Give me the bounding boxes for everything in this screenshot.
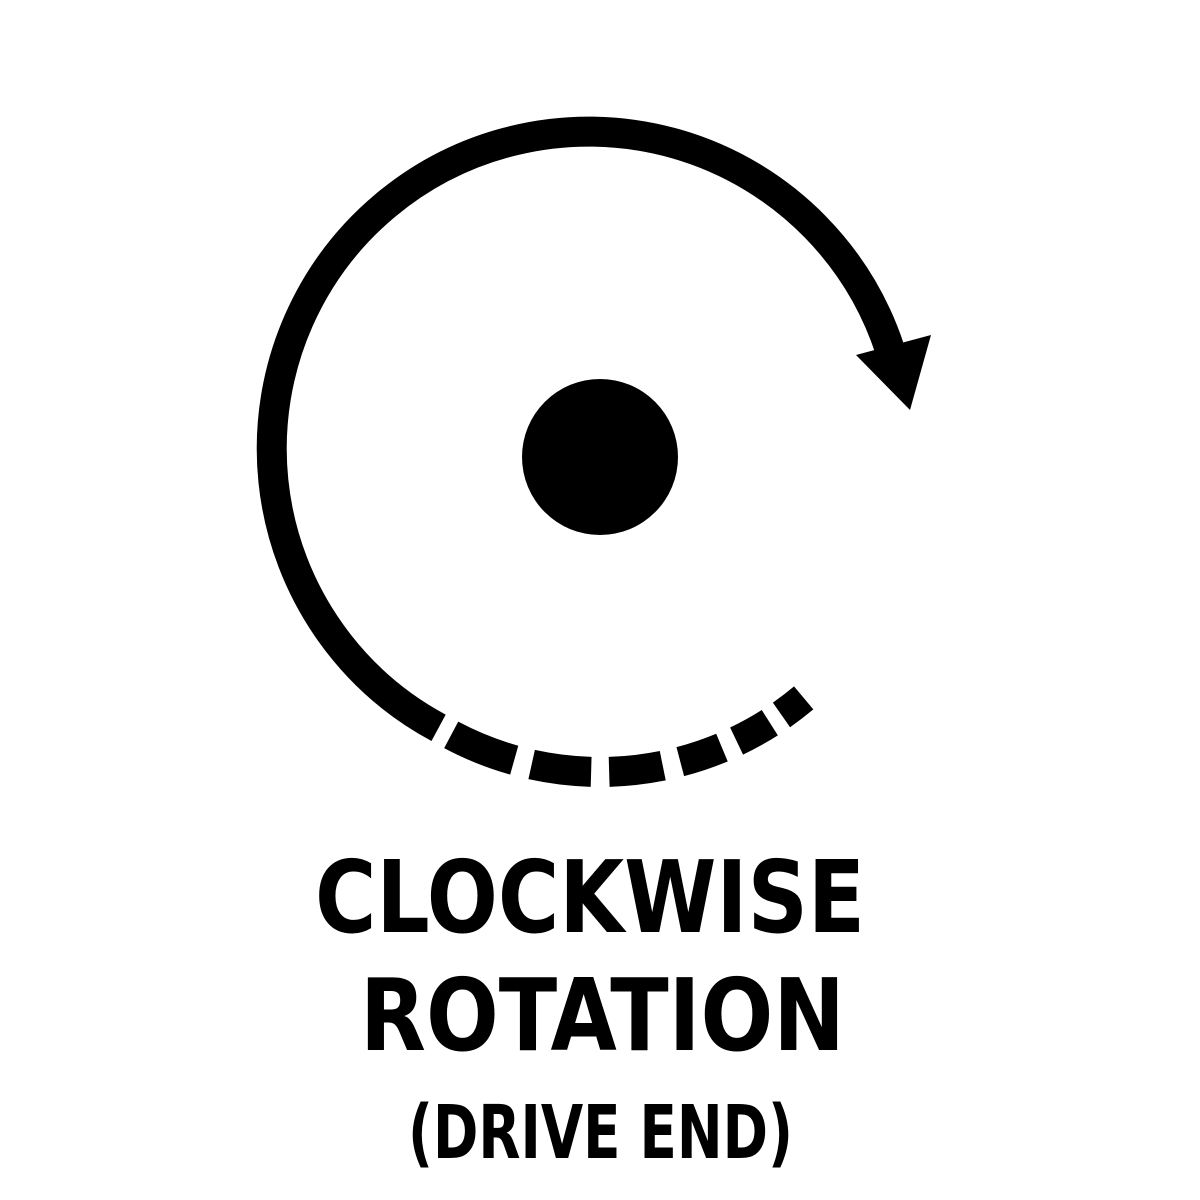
- subtitle: (DRIVE END): [408, 1090, 793, 1176]
- clockwise-rotation-arrow-icon: [256, 116, 931, 787]
- rotation-arc: [256, 116, 905, 741]
- arrowhead: [856, 335, 931, 410]
- title-line-1: CLOCKWISE: [315, 839, 865, 956]
- title-line-2: ROTATION: [360, 957, 845, 1074]
- dashed-arc-segment: [444, 686, 814, 787]
- shaft-center-dot: [522, 379, 678, 535]
